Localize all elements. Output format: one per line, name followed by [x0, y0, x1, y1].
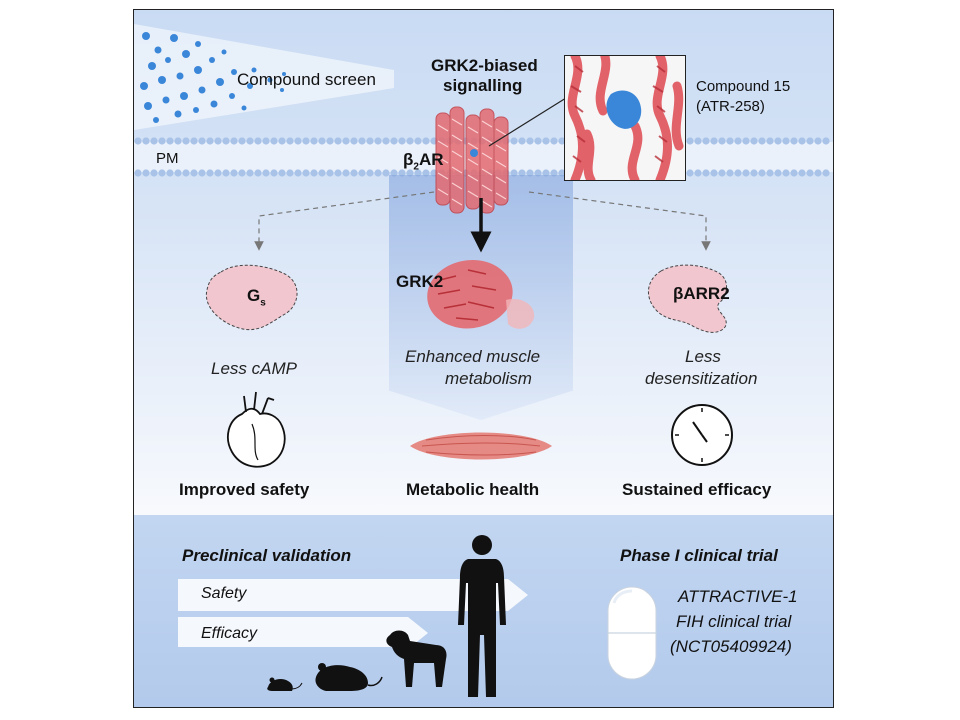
sustained-efficacy-label: Sustained efficacy — [622, 480, 772, 499]
less-desensitization-line-2: desensitization — [645, 369, 758, 388]
gs-label: Gs — [247, 286, 266, 309]
preclinical-heading: Preclinical validation — [182, 546, 352, 565]
mouse-icon — [267, 677, 303, 691]
b2ar-label: β2AR — [403, 150, 444, 173]
trial-name-line-3: (NCT05409924) — [670, 637, 792, 656]
figure-frame: Compound screen GRK2-biased signalling P… — [133, 9, 834, 708]
grk2-protein-structure — [427, 260, 535, 329]
bottom-panel: Preclinical validation Phase I clinical … — [134, 515, 833, 707]
compound-screen-graphic — [134, 24, 394, 130]
gs-protein-outline — [205, 264, 298, 330]
title-line-1: GRK2-biased — [431, 56, 538, 75]
less-desensitization-line-1: Less — [685, 347, 721, 366]
compound-name-line-1: Compound 15 — [696, 78, 791, 95]
dog-icon — [386, 630, 447, 687]
grk2-label: GRK2 — [396, 272, 444, 291]
barr2-protein-outline — [648, 264, 727, 333]
compound-screen-label: Compound screen — [237, 70, 376, 89]
enhanced-metabolism-line-1: Enhanced muscle — [405, 347, 541, 366]
barr2-label: βARR2 — [673, 284, 730, 303]
human-icon — [458, 535, 506, 697]
phase1-heading: Phase I clinical trial — [620, 546, 778, 565]
safety-label: Safety — [201, 585, 247, 602]
efficacy-label: Efficacy — [201, 625, 258, 642]
rat-icon — [315, 663, 383, 691]
trial-name-line-1: ATTRACTIVE-1 — [678, 587, 798, 606]
validation-arrows — [178, 579, 528, 647]
improved-safety-label: Improved safety — [179, 480, 310, 499]
pm-label: PM — [156, 150, 179, 167]
compound-name-line-2: (ATR-258) — [696, 98, 765, 115]
trial-name-line-2: FIH clinical trial — [676, 612, 792, 631]
signalling-arrows — [254, 191, 711, 253]
b2ar-receptor-structure — [435, 106, 509, 214]
enhanced-metabolism-line-2: metabolism — [445, 369, 532, 388]
pill-capsule-icon — [607, 586, 657, 680]
zoom-connector-line — [488, 97, 567, 147]
clock-icon — [671, 404, 733, 466]
less-camp-text: Less cAMP — [211, 359, 297, 378]
title-line-2: signalling — [443, 76, 523, 95]
heart-icon — [227, 391, 286, 468]
compound-binding-inset — [564, 55, 686, 181]
muscle-icon — [410, 432, 552, 460]
metabolic-health-label: Metabolic health — [406, 480, 540, 499]
